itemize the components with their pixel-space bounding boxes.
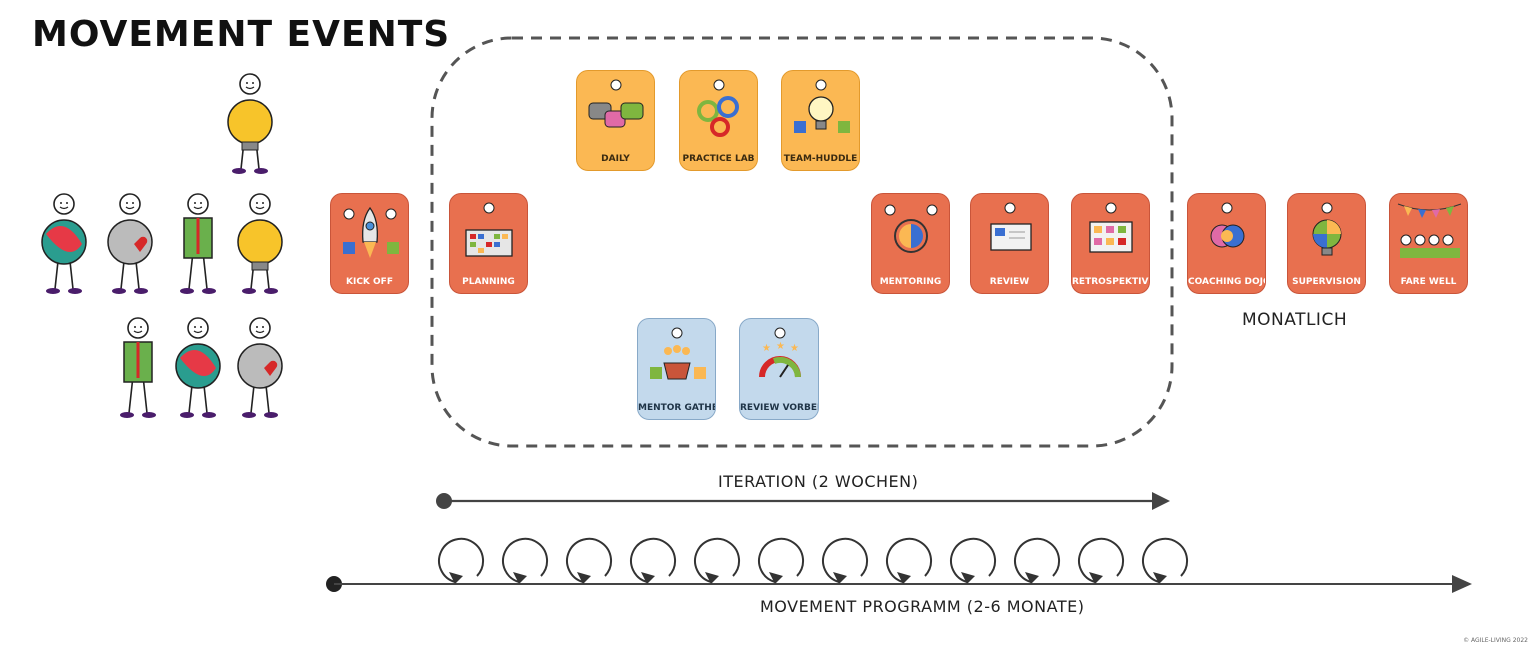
loop-arrowhead-icon [577, 572, 591, 584]
loop-arrow-icon [1014, 537, 1060, 583]
loop-arrowhead-icon [1153, 572, 1167, 584]
card-coaching-dojo: COACHING DOJO [1187, 193, 1266, 294]
loop-arrow-icon [1078, 537, 1124, 583]
card-label: DAILY [601, 154, 630, 164]
svg-text:★: ★ [776, 341, 785, 352]
puzzle-bulb-icon [1312, 202, 1342, 256]
card-mentoring: MENTORING [871, 193, 950, 294]
loop-arrow-icon [886, 537, 932, 583]
card-fare-well: FARE WELL [1389, 193, 1468, 294]
loop-arrow-icon [950, 537, 996, 583]
brain-icon [1210, 202, 1245, 248]
loop-arrow-icon [566, 537, 612, 583]
card-review: REVIEW [970, 193, 1049, 294]
loop-arrowhead-icon [961, 572, 975, 584]
gears-icon [697, 79, 739, 137]
loop-arrowhead-icon [897, 572, 911, 584]
card-supervision: SUPERVISION [1287, 193, 1366, 294]
loop-arrowhead-icon [1025, 572, 1039, 584]
card-label: REVIEW [989, 277, 1030, 287]
loop-arrowhead-icon [641, 572, 655, 584]
card-label: RETROSPEKTIVE [1072, 277, 1150, 287]
card-label: KICK OFF [346, 277, 393, 287]
loop-arrowhead-icon [513, 572, 527, 584]
card-label: MENTOR GATHERING [638, 403, 715, 413]
loop-arrow-icon [438, 537, 484, 583]
loop-arrow-icon [1142, 537, 1188, 583]
card-team-huddle: TEAM-HUDDLE [781, 70, 860, 171]
sticky-notes-board-icon [1089, 202, 1133, 253]
rocket-icon [343, 206, 399, 258]
card-label: FARE WELL [1400, 277, 1457, 287]
program-timeline [326, 537, 1472, 593]
programm-label: MOVEMENT PROGRAMM (2-6 MONATE) [760, 597, 1085, 616]
card-label: SUPERVISION [1292, 277, 1361, 287]
card-label: PLANNING [462, 277, 515, 287]
loop-arrowhead-icon [1089, 572, 1103, 584]
loop-arrowhead-icon [449, 572, 463, 584]
loop-arrow-icon [822, 537, 868, 583]
card-review-vorbereitung: ★ ★ ★ REVIEW VORBEREITUNG [739, 318, 819, 420]
copyright-text: © AGILE-LIVING 2022 [1463, 637, 1528, 644]
loop-arrowhead-icon [833, 572, 847, 584]
cycle-gear-icon [884, 204, 938, 253]
presentation-board-icon [990, 202, 1032, 251]
loop-arrow-icon [694, 537, 740, 583]
monatlich-label: MONATLICH [1242, 310, 1348, 330]
card-label: MENTORING [879, 277, 942, 287]
svg-text:★: ★ [762, 343, 771, 354]
card-practice-lab: PRACTICE LAB [679, 70, 758, 171]
card-retrospektive: RETROSPEKTIVE [1071, 193, 1150, 294]
iteration-loops [438, 537, 1188, 584]
speech-bubbles-icon [588, 79, 644, 128]
loop-arrow-icon [630, 537, 676, 583]
card-kick-off: KICK OFF [330, 193, 409, 294]
party-flags-icon [1397, 203, 1462, 258]
loop-arrowhead-icon [705, 572, 719, 584]
iteration-arrow [436, 492, 1170, 510]
iteration-boundary [430, 36, 1174, 448]
page-title: MOVEMENT EVENTS [32, 14, 451, 55]
card-label: COACHING DOJO [1188, 277, 1266, 287]
lightbulb-icon [794, 79, 850, 133]
calendar-icon [465, 202, 513, 257]
card-label: TEAM-HUDDLE [783, 154, 858, 164]
card-daily: DAILY [576, 70, 655, 171]
stick-figures-group [41, 73, 283, 419]
svg-text:★: ★ [790, 343, 799, 354]
loop-arrow-icon [502, 537, 548, 583]
card-planning: PLANNING [449, 193, 528, 294]
gauge-stars-icon: ★ ★ ★ [759, 327, 801, 378]
loop-arrowhead-icon [769, 572, 783, 584]
card-mentor-gathering: MENTOR GATHERING [637, 318, 716, 420]
iteration-label: ITERATION (2 WOCHEN) [718, 472, 919, 491]
card-label: PRACTICE LAB [682, 154, 755, 164]
card-label: REVIEW VORBEREITUNG [740, 403, 818, 413]
loop-arrow-icon [758, 537, 804, 583]
coffee-cup-icon [650, 327, 706, 380]
